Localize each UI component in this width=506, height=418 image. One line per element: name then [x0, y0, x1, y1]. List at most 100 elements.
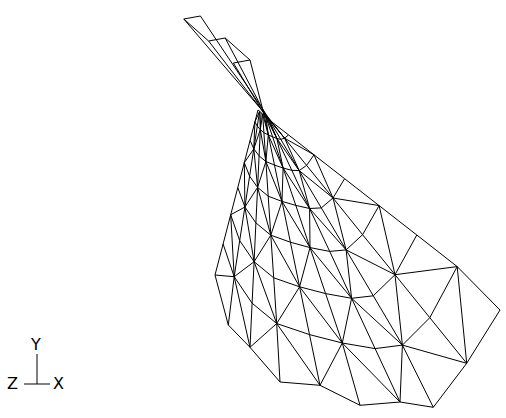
mesh-edge [457, 267, 500, 310]
mesh-edge [292, 170, 299, 171]
mesh-edge [342, 298, 351, 343]
mesh-edge [330, 251, 352, 298]
mesh-edge [300, 248, 310, 287]
mesh-edge [277, 324, 280, 383]
mesh-edge [228, 325, 250, 347]
mesh-edge [282, 168, 283, 201]
mesh-edge [283, 168, 310, 209]
mesh-edge [258, 162, 266, 188]
mesh-edge [244, 163, 246, 207]
mesh-edge [271, 235, 291, 242]
mesh-edge [290, 242, 299, 287]
mesh-edge [215, 275, 228, 325]
mesh-edge [271, 201, 282, 235]
mesh-edge [314, 155, 333, 198]
mesh-edge [258, 187, 269, 196]
mesh-edge [310, 335, 321, 386]
mesh-edge [282, 201, 296, 205]
mesh-edge [326, 294, 343, 343]
mesh-edge [215, 275, 234, 277]
mesh-edge [261, 113, 263, 114]
mesh-edge [245, 187, 258, 207]
mesh-edge [333, 179, 345, 198]
mesh-edge [271, 235, 274, 278]
mesh-edge [244, 163, 249, 177]
mesh-edge [285, 138, 300, 170]
mesh-edge [231, 207, 245, 215]
mesh-edge [299, 171, 321, 208]
mesh-edge [258, 187, 271, 235]
mesh-edge [352, 296, 374, 299]
mesh-edge [184, 16, 201, 19]
axis-label: X [53, 376, 64, 392]
mesh-edge [395, 235, 417, 275]
mesh-edge [320, 385, 360, 405]
mesh-edge [225, 38, 250, 60]
mesh-edge [296, 205, 310, 247]
mesh-edge [346, 250, 395, 275]
mesh-edge [259, 130, 260, 156]
mesh-edge [234, 262, 254, 277]
mesh-edge [281, 138, 285, 139]
mesh-edge [430, 267, 457, 318]
x-axis-line [24, 384, 50, 385]
mesh-edge [400, 402, 433, 407]
mesh-edge [258, 110, 260, 111]
mesh-edge [299, 165, 306, 170]
mesh-edge [238, 163, 245, 188]
mesh-edge [395, 275, 430, 318]
mesh-edge [254, 126, 257, 149]
mesh-edge [266, 162, 282, 202]
mesh-edge [292, 170, 310, 208]
mesh-edge [184, 19, 209, 41]
mesh-edge [254, 149, 259, 156]
mesh-edge [395, 275, 402, 345]
mesh-edge [333, 198, 363, 235]
mesh-edge [238, 188, 245, 208]
mesh-edge [309, 209, 310, 248]
mesh-edge [240, 207, 245, 241]
mesh-edge [285, 135, 289, 138]
mesh-edge [228, 277, 234, 325]
mesh-edge [417, 235, 457, 267]
mesh-edge [289, 135, 315, 155]
mesh-edge [254, 262, 274, 278]
mesh-edge [352, 298, 403, 345]
mesh-edge [379, 206, 417, 235]
mesh-edge [457, 267, 467, 364]
mesh-edge [346, 235, 363, 250]
mesh-edge [285, 138, 314, 155]
mesh-lines [184, 16, 500, 407]
mesh-edge [250, 140, 254, 149]
mesh-edge [285, 138, 307, 165]
mesh-edge [269, 119, 285, 138]
mesh-edge [254, 223, 256, 262]
mesh-edge [200, 16, 270, 121]
mesh-edge [231, 215, 240, 241]
mesh-edge [209, 38, 226, 41]
mesh-edge [234, 277, 252, 304]
mesh-edge [310, 207, 322, 209]
mesh-edge [433, 363, 466, 407]
mesh-edge [402, 345, 433, 407]
mesh-edge [275, 165, 283, 201]
mesh-edge [245, 176, 250, 207]
mesh-edge [342, 343, 400, 402]
mesh-edge [373, 275, 395, 296]
mesh-edge [266, 135, 268, 162]
mesh-edge [280, 382, 320, 385]
mesh-edge [277, 324, 320, 386]
mesh-edge [267, 118, 277, 139]
mesh-edge [234, 277, 250, 348]
mesh-edge [314, 155, 345, 179]
mesh-edge [277, 287, 300, 324]
mesh-edge [283, 168, 296, 205]
mesh-edge [282, 201, 310, 247]
mesh-edge [307, 155, 314, 166]
mesh-edge [260, 114, 262, 130]
mesh-edge [256, 187, 258, 223]
mesh-edge [264, 133, 266, 162]
mesh-edge [252, 262, 254, 304]
mesh-edge [277, 324, 310, 335]
mesh-edge [277, 139, 299, 171]
